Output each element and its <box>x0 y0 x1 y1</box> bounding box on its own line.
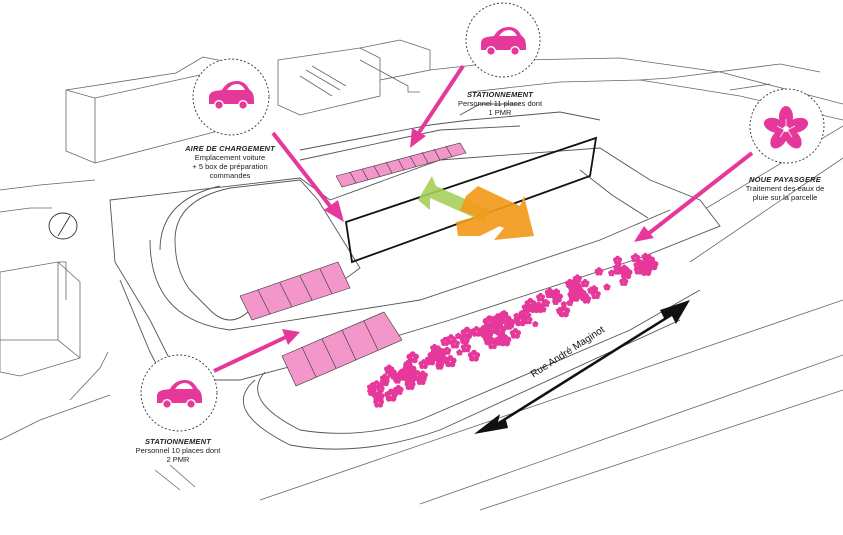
swale-flower <box>603 283 611 291</box>
callout-parking-bottom <box>140 354 218 432</box>
label-parking-top: STATIONNEMENT Personnel 11 places dont 1… <box>440 90 560 117</box>
swale-flower <box>509 327 522 339</box>
callout-loading <box>192 58 270 136</box>
label-desc: pluie sur la parcelle <box>752 193 818 202</box>
label-desc: 2 PMR <box>166 455 190 464</box>
label-desc: 1 PMR <box>488 108 512 117</box>
label-title: NOUE PAYASGERE <box>749 175 821 184</box>
callout-parking-top <box>465 2 541 78</box>
label-title: STATIONNEMENT <box>144 437 212 446</box>
label-desc: Personnel 10 places dont <box>135 446 221 455</box>
label-title: STATIONNEMENT <box>466 90 534 99</box>
label-desc: Traitement des eaux de <box>745 184 825 193</box>
label-desc: Emplacement voiture <box>194 153 266 162</box>
building-outline <box>344 136 598 264</box>
street-arrow <box>474 300 690 434</box>
compass-icon <box>48 212 78 240</box>
label-loading: AIRE DE CHARGEMENT Emplacement voiture +… <box>170 144 290 180</box>
label-desc: Personnel 11 places dont <box>457 99 543 108</box>
swale-flower <box>532 320 539 327</box>
swale-flower <box>467 349 481 362</box>
parking-bays-bottom <box>281 311 403 387</box>
ventilation-arrows <box>418 176 534 240</box>
parking-bays-left <box>239 261 351 321</box>
label-parking-bottom: STATIONNEMENT Personnel 10 places dont 2… <box>118 437 238 464</box>
swale-flower <box>560 301 567 307</box>
parking-bays-top <box>335 142 467 188</box>
label-desc: commandes <box>209 171 251 180</box>
flower-icon <box>763 106 809 149</box>
pointer-arrows <box>213 64 754 373</box>
label-title: AIRE DE CHARGEMENT <box>185 144 275 153</box>
context-linework <box>0 39 843 511</box>
swale-flower <box>456 349 463 356</box>
callout-swale <box>749 88 825 164</box>
label-desc: + 5 box de préparation <box>192 162 268 171</box>
label-swale: NOUE PAYASGERE Traitement des eaux de pl… <box>730 175 840 202</box>
swale-flower <box>536 292 546 302</box>
